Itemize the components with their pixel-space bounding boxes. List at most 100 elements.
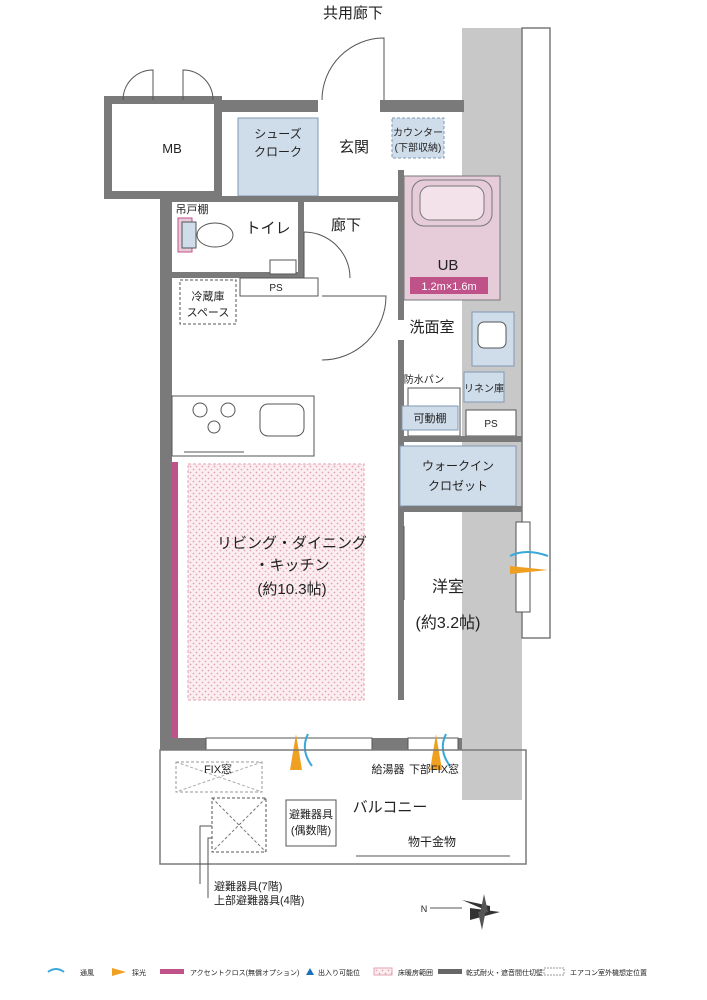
balcony-outline: [159, 749, 527, 865]
evac-hatch-7f: [211, 797, 267, 853]
wall-ub-left: [398, 170, 404, 320]
mb-door-left: [122, 69, 154, 101]
toilet-sink: [269, 259, 297, 275]
western-label-2: (約3.2帖): [416, 614, 481, 632]
wall-toilet-right: [298, 202, 304, 272]
legend-firewall-swatch: [438, 969, 462, 974]
legend-accent-label: アクセントクロス(無償オプション): [190, 968, 299, 977]
washroom-label: 洗面室: [409, 319, 454, 336]
note-label-2: 上部避難器具(4階): [214, 893, 304, 907]
western-label-1: 洋室: [432, 578, 464, 596]
western-bottom-window: [407, 737, 459, 751]
legend-aircon-swatch: [543, 967, 565, 976]
burner-1: [192, 402, 208, 418]
balcony-label: バルコニー: [353, 799, 428, 816]
note-leader-2: [207, 837, 212, 898]
linen-label: リネン庫: [464, 382, 504, 395]
fix-window-left-label: FIX窓: [204, 762, 232, 776]
toilet-bowl: [196, 222, 234, 248]
mb-door-right: [182, 69, 214, 101]
legend-lighting-label: 採光: [132, 968, 146, 977]
top-wall-right: [380, 100, 464, 112]
legend-lighting-swatch: [112, 968, 126, 976]
wall-below-walkin: [404, 506, 522, 512]
counter: [391, 117, 445, 159]
toilet-label: トイレ: [245, 220, 290, 237]
evac-label-2: (偶数階): [291, 823, 331, 837]
counter-label-2: (下部収納): [395, 141, 442, 154]
ps-top: [239, 277, 319, 297]
legend-ventilation-label: 通風: [80, 968, 94, 977]
fridge-label-1: 冷蔵庫: [192, 289, 225, 303]
burner-3: [207, 420, 221, 434]
note-label-1: 避難器具(7階): [214, 879, 282, 893]
floor-heating-area: [187, 463, 365, 701]
ldk-label-2: ・キッチン: [254, 557, 329, 574]
toilet-door[interactable]: [303, 231, 351, 279]
legend-entry-label: 出入り可能位: [318, 968, 360, 977]
right-wall-lower: [462, 740, 522, 800]
ventilation-mark-right: [509, 551, 549, 557]
entrance-label: 玄関: [339, 139, 369, 156]
legend-accent-swatch: [160, 969, 184, 974]
hanging-shelf-label: 吊戸棚: [176, 202, 209, 216]
legend-aircon-label: エアコン室外機想定位置: [570, 968, 647, 977]
bathtub-inner: [419, 185, 485, 221]
legend-entry-swatch: [306, 968, 314, 975]
evac-label-1: 避難器具: [289, 807, 333, 821]
accent-cloth-wall: [172, 462, 178, 738]
wash-basin: [477, 321, 507, 349]
ldk-door[interactable]: [321, 295, 387, 361]
ps-top-label: PS: [269, 283, 283, 294]
left-wall: [160, 195, 172, 750]
lighting-mark-right: [510, 566, 548, 574]
drying-label: 物干金物: [408, 834, 456, 849]
corridor-label: 共用廊下: [323, 5, 383, 22]
ub-size-badge: [410, 277, 488, 294]
legend: 通風 採光 アクセントクロス(無償オプション) 出入り可能位 床暖房範囲 乾式耐…: [47, 967, 647, 977]
evac-equipment-even: [285, 799, 337, 847]
ps-right-label: PS: [484, 419, 498, 430]
lighting-mark-western: [430, 734, 442, 770]
fridge-label-2: スペース: [187, 307, 230, 319]
fix-window-right-label: 下部FIX窓: [409, 762, 459, 776]
ldk-label-1: リビング・ダイニング: [217, 535, 367, 552]
waterproof-pan-label: 防水パン: [404, 373, 445, 386]
wall-toilet-bottom: [172, 272, 304, 278]
water-heater-label: 給湯器: [372, 762, 405, 776]
entrance-door[interactable]: [321, 37, 385, 101]
compass-north-label: N: [421, 904, 428, 914]
toilet-tank: [181, 221, 197, 249]
legend-floor-heat-label: 床暖房範囲: [398, 968, 433, 977]
wall-under-entrance: [172, 196, 398, 202]
shoe-cloak-label-2: クローク: [254, 145, 302, 159]
aircon-outdoor-left: [175, 761, 263, 793]
hallway-label: 廊下: [331, 217, 361, 234]
lighting-mark-ldk: [290, 734, 302, 770]
mb-label: MB: [162, 141, 182, 156]
shoe-cloak-label-1: シューズ: [254, 126, 301, 141]
linen-storage: [463, 371, 505, 403]
counter-label-1: カウンター: [393, 127, 443, 139]
walkin-closet: [399, 445, 517, 507]
legend-ventilation-swatch: [47, 968, 65, 973]
compass-icon: [430, 894, 500, 930]
wall-ldk-right: [398, 340, 404, 700]
legend-floor-heat-swatch: [373, 967, 393, 976]
fridge-space: [179, 279, 237, 325]
kitchen-sink: [259, 403, 305, 437]
ps-right: [465, 409, 517, 437]
walkin-label-1: ウォークイン: [422, 459, 494, 473]
walkin-label-2: クロゼット: [428, 479, 488, 493]
wall-above-walkin: [404, 436, 522, 442]
ldk-window: [205, 737, 373, 751]
ub-label: UB: [438, 257, 459, 274]
note-leader-1: [199, 825, 212, 884]
ldk-label-3: (約10.3帖): [257, 581, 326, 598]
burner-2: [220, 402, 236, 418]
movable-shelf: [401, 405, 459, 431]
ub-size-label: 1.2m×1.6m: [421, 281, 476, 293]
movable-shelf-label: 可動棚: [414, 411, 447, 425]
legend-firewall-label: 乾式耐火・遮音間仕切壁: [466, 968, 543, 977]
